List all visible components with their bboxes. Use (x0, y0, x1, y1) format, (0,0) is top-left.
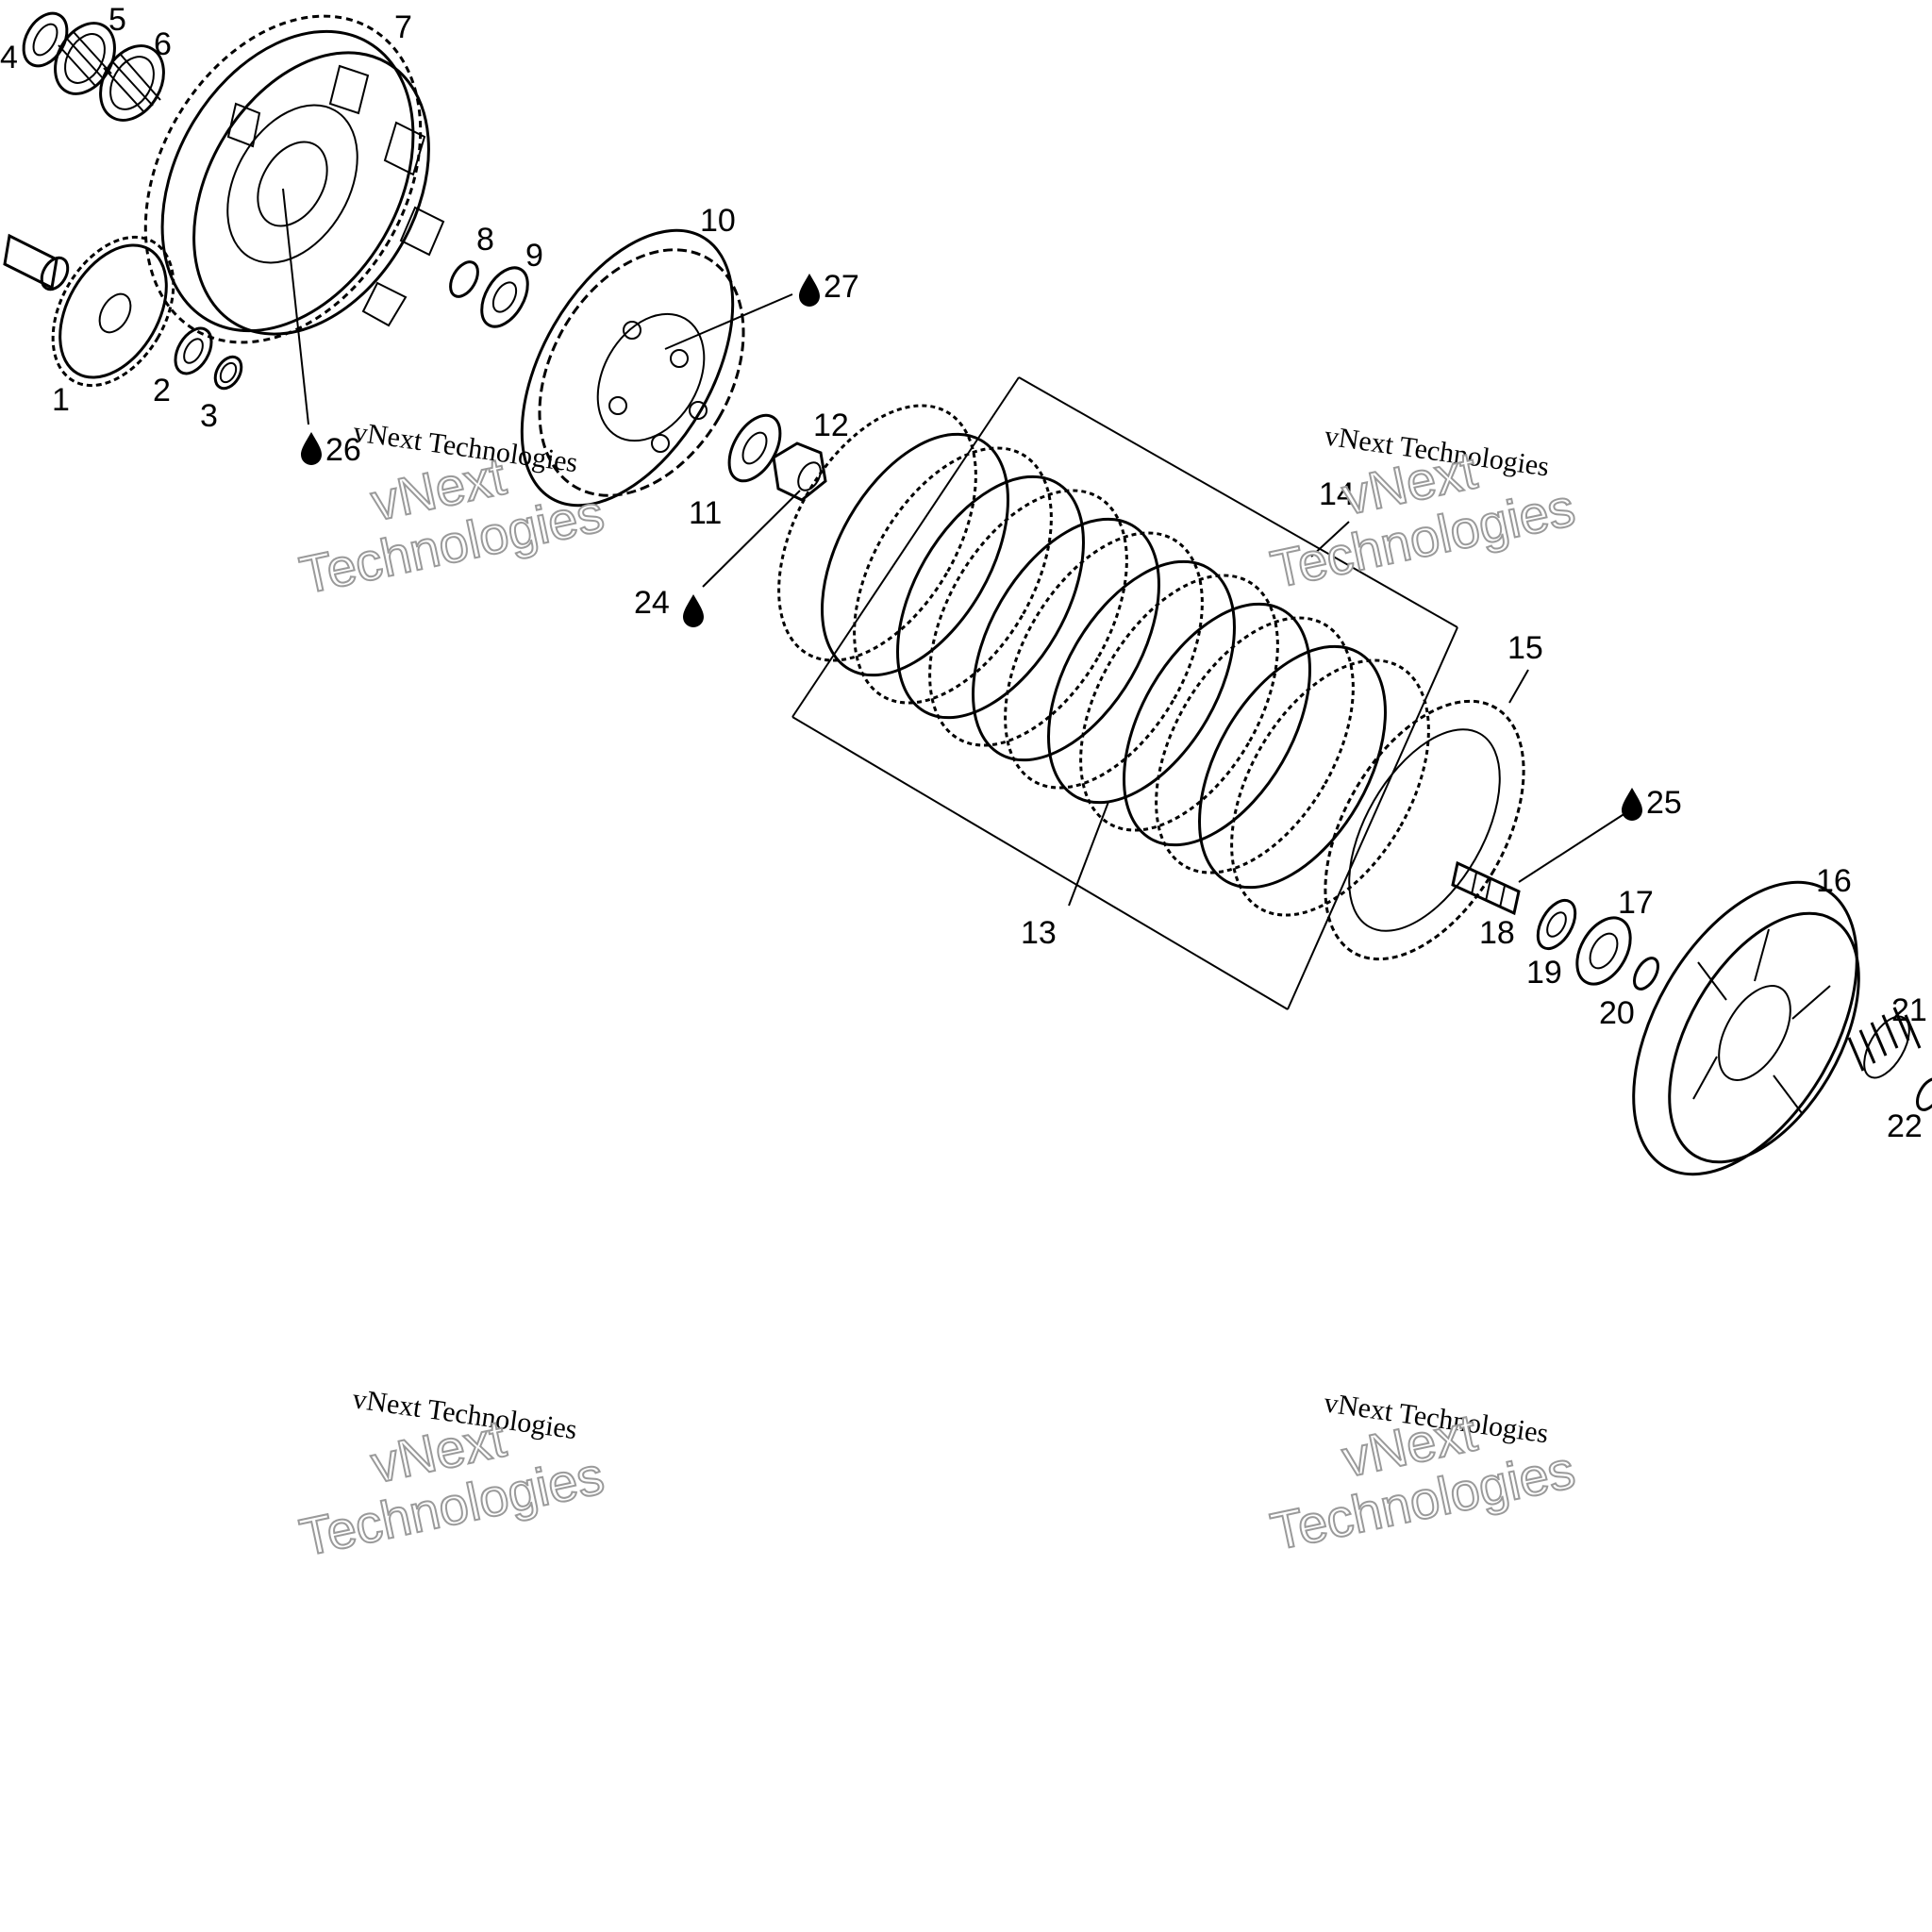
washer-part-2 (174, 326, 213, 375)
spring-part-21 (1847, 1007, 1922, 1079)
lock-washer-part-11 (727, 413, 782, 483)
label-6: 6 (154, 26, 172, 62)
label-21: 21 (1891, 992, 1927, 1028)
label-18: 18 (1479, 915, 1515, 951)
oil-drop-icon (1622, 788, 1642, 821)
label-13: 13 (1021, 915, 1057, 951)
label-2: 2 (153, 373, 171, 408)
friction-plates-part-13 (777, 404, 1430, 917)
watermark-stamp-bottom-right: vNext Technologies (1265, 1401, 1581, 1562)
pressure-plate-part-16 (1632, 880, 1860, 1176)
label-19: 19 (1526, 955, 1562, 991)
push-rod-part-18 (1451, 860, 1521, 916)
oil-drop-icon (301, 432, 322, 465)
part-labels: 1 2 3 4 5 6 7 8 9 10 11 12 13 14 15 16 1… (0, 2, 1927, 1144)
label-7: 7 (394, 9, 412, 45)
label-15: 15 (1507, 630, 1543, 666)
label-24: 24 (634, 585, 670, 621)
leader-lines (282, 188, 1626, 907)
washer-part-8 (449, 260, 479, 298)
washer-part-19 (1536, 898, 1577, 951)
label-16: 16 (1816, 863, 1852, 899)
bearing-part-17 (1575, 916, 1632, 986)
label-26: 26 (325, 432, 361, 468)
label-27: 27 (824, 269, 859, 305)
oil-drop-icon (683, 594, 704, 627)
clutch-basket-part-7 (143, 14, 445, 344)
label-9: 9 (525, 238, 543, 274)
spacer-sleeve (3, 233, 70, 291)
steel-plates-part-14 (821, 432, 1387, 890)
label-10: 10 (700, 203, 736, 239)
label-8: 8 (476, 222, 494, 258)
label-25: 25 (1646, 785, 1682, 821)
friction-plate-part-15 (1324, 699, 1525, 961)
label-11: 11 (689, 495, 722, 531)
label-20: 20 (1599, 995, 1635, 1031)
washer-part-9 (480, 266, 529, 328)
watermark-stamp-word: vNext (1337, 1402, 1482, 1488)
label-3: 3 (200, 398, 218, 434)
gear-part-1 (51, 235, 175, 388)
label-12: 12 (813, 408, 849, 443)
clutch-hub-part-10 (520, 228, 745, 508)
circlip-part-3 (213, 355, 243, 391)
oil-drop-icon (799, 274, 820, 307)
label-5: 5 (108, 2, 126, 38)
label-17: 17 (1618, 885, 1654, 921)
clutch-plate-stack (777, 376, 1458, 1010)
label-14: 14 (1319, 476, 1355, 512)
label-22: 22 (1887, 1108, 1923, 1144)
nut-part-12 (772, 441, 827, 502)
needle-bearing-part-6 (99, 44, 165, 122)
circlip-part-20 (1633, 957, 1659, 991)
label-1: 1 (52, 382, 70, 418)
bolt-part-22 (1916, 1077, 1932, 1111)
label-4: 4 (0, 40, 18, 75)
